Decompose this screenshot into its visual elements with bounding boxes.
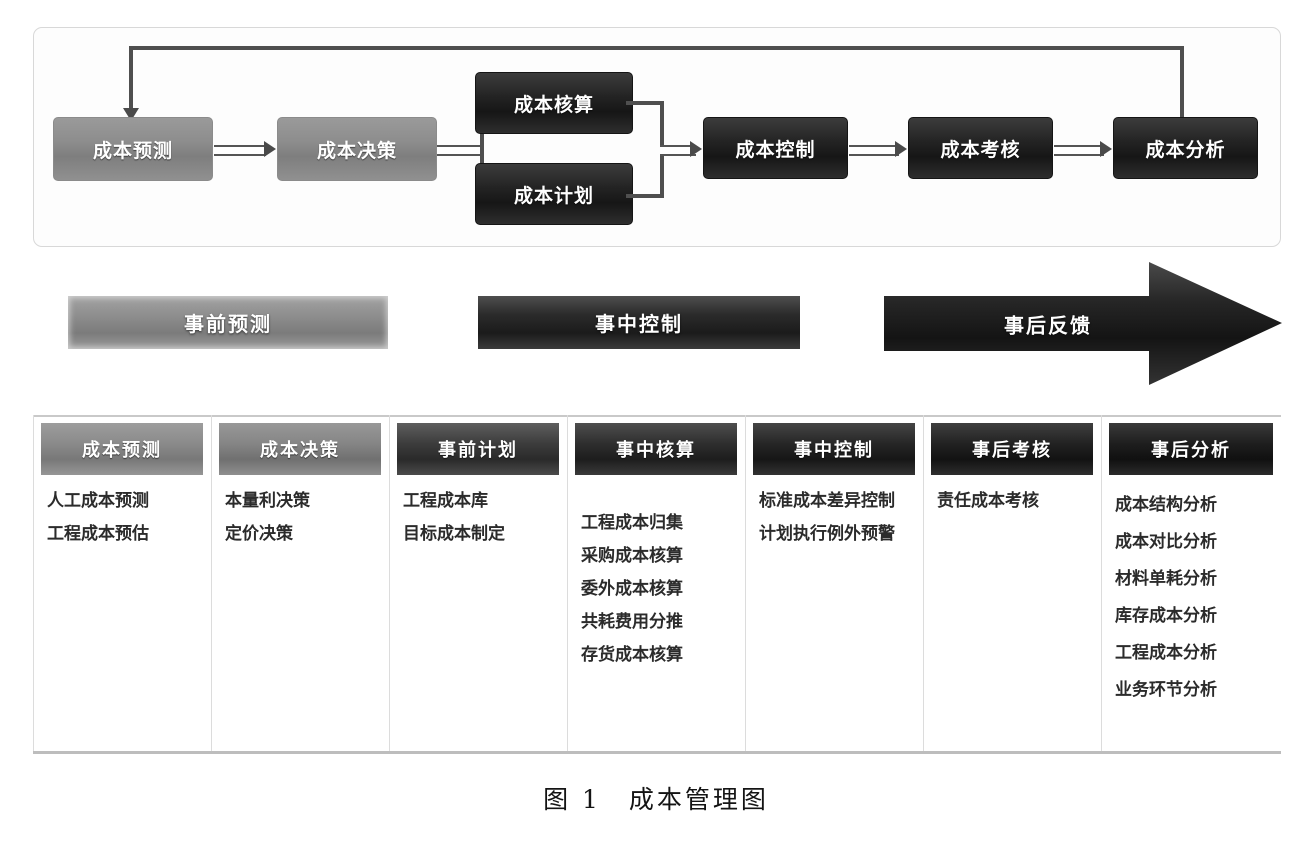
list-item: 委外成本核算 (581, 579, 683, 599)
column-divider (1101, 415, 1102, 751)
column-body: 工程成本库 目标成本制定 (389, 485, 567, 551)
list-item: 计划执行例外预警 (759, 524, 895, 544)
column-divider (33, 415, 34, 751)
connector-arrowhead (690, 141, 702, 157)
column-header[interactable]: 成本决策 (219, 423, 381, 475)
list-item: 工程成本预估 (47, 524, 149, 544)
flow-node-cost-control[interactable]: 成本控制 (703, 117, 848, 179)
flowchart-panel: 成本预测 成本决策 成本核算 成本计划 成本控制 (33, 27, 1281, 247)
column-body: 责任成本考核 (923, 485, 1101, 518)
connector-forecast-to-decision (214, 145, 266, 156)
list-item: 标准成本差异控制 (759, 491, 895, 511)
feedback-loop-top (129, 46, 1184, 50)
capability-table: 成本预测 人工成本预测 工程成本预估 成本决策 本量利决策 定价决策 事前计划 (33, 415, 1281, 754)
table-column-cost-forecast: 成本预测 人工成本预测 工程成本预估 (33, 415, 211, 751)
right-arrow-icon (884, 262, 1282, 385)
connector-merge-to-control (660, 145, 696, 156)
column-body: 成本结构分析 成本对比分析 材料单耗分析 库存成本分析 工程成本分析 业务环节分… (1101, 487, 1281, 709)
list-item: 工程成本分析 (1115, 643, 1217, 663)
flow-node-cost-appraisal[interactable]: 成本考核 (908, 117, 1053, 179)
flow-node-cost-decision[interactable]: 成本决策 (277, 117, 437, 181)
table-column-pre-plan: 事前计划 工程成本库 目标成本制定 (389, 415, 567, 751)
connector-arrowhead (1100, 141, 1112, 157)
list-item: 本量利决策 (225, 491, 310, 511)
list-item: 成本结构分析 (1115, 495, 1217, 515)
table-top-rule (33, 415, 1281, 417)
column-divider (567, 415, 568, 751)
column-header[interactable]: 事后考核 (931, 423, 1093, 475)
list-item: 业务环节分析 (1115, 680, 1217, 700)
list-item: 采购成本核算 (581, 546, 683, 566)
table-column-mid-control: 事中控制 标准成本差异控制 计划执行例外预警 (745, 415, 923, 751)
phase-band-label: 事后反馈 (1004, 313, 1092, 337)
column-header-label: 成本决策 (260, 440, 340, 461)
list-item: 工程成本库 (403, 491, 488, 511)
phase-band-mid-control[interactable]: 事中控制 (478, 296, 800, 349)
list-item: 共耗费用分推 (581, 612, 683, 632)
column-body: 工程成本归集 采购成本核算 委外成本核算 共耗费用分推 存货成本核算 (567, 507, 745, 672)
list-item: 材料单耗分析 (1115, 569, 1217, 589)
phase-band-label: 事中控制 (595, 312, 683, 336)
flow-node-cost-plan[interactable]: 成本计划 (475, 163, 633, 225)
column-header[interactable]: 事中控制 (753, 423, 915, 475)
flow-node-cost-analysis[interactable]: 成本分析 (1113, 117, 1258, 179)
split-bus-vertical (480, 78, 484, 200)
merge-branch-up (626, 101, 664, 105)
flow-node-label: 成本决策 (316, 139, 397, 162)
list-item: 库存成本分析 (1115, 606, 1217, 626)
connector-arrowhead (895, 141, 907, 157)
flow-node-label: 成本分析 (1145, 138, 1226, 161)
feedback-loop-riser-left (129, 46, 133, 112)
column-header[interactable]: 事前计划 (397, 423, 559, 475)
column-divider (211, 415, 212, 751)
column-divider (389, 415, 390, 751)
column-divider (745, 415, 746, 751)
column-header[interactable]: 事中核算 (575, 423, 737, 475)
column-header-label: 事后考核 (972, 440, 1052, 461)
flow-node-label: 成本考核 (940, 138, 1021, 161)
list-item: 目标成本制定 (403, 524, 505, 544)
phase-band-pre-forecast[interactable]: 事前预测 (68, 296, 388, 349)
table-column-post-analysis: 事后分析 成本结构分析 成本对比分析 材料单耗分析 库存成本分析 工程成本分析 … (1101, 415, 1281, 751)
column-header[interactable]: 成本预测 (41, 423, 203, 475)
flow-node-cost-forecast[interactable]: 成本预测 (53, 117, 213, 181)
list-item: 存货成本核算 (581, 645, 683, 665)
phase-band-label: 事前预测 (184, 312, 272, 336)
flow-node-label: 成本计划 (513, 184, 594, 207)
column-body: 本量利决策 定价决策 (211, 485, 389, 551)
flow-node-label: 成本核算 (513, 93, 594, 116)
table-column-post-appraisal: 事后考核 责任成本考核 (923, 415, 1101, 751)
column-body: 人工成本预测 工程成本预估 (33, 485, 211, 551)
connector-arrowhead (264, 141, 276, 157)
column-divider (923, 415, 924, 751)
list-item: 定价决策 (225, 524, 293, 544)
flow-node-label: 成本控制 (735, 138, 816, 161)
column-header-label: 事后分析 (1151, 440, 1231, 461)
flow-node-label: 成本预测 (92, 139, 173, 162)
list-item: 工程成本归集 (581, 513, 683, 533)
table-column-cost-decision: 成本决策 本量利决策 定价决策 (211, 415, 389, 751)
list-item: 人工成本预测 (47, 491, 149, 511)
list-item: 成本对比分析 (1115, 532, 1217, 552)
connector-control-to-appraisal (849, 145, 899, 156)
connector-appraisal-to-analysis (1054, 145, 1104, 156)
flow-node-cost-accounting[interactable]: 成本核算 (475, 72, 633, 134)
merge-branch-down (626, 194, 664, 198)
figure-caption: 图 1 成本管理图 (543, 785, 769, 814)
column-body: 标准成本差异控制 计划执行例外预警 (745, 485, 923, 551)
list-item: 责任成本考核 (937, 491, 1039, 511)
connector-decision-to-split (437, 145, 481, 156)
feedback-loop-riser-right (1180, 46, 1184, 136)
column-header-label: 事中核算 (616, 440, 696, 461)
column-header-label: 成本预测 (82, 440, 162, 461)
phase-band-post-feedback[interactable]: 事后反馈 (884, 262, 1282, 385)
table-column-mid-accounting: 事中核算 工程成本归集 采购成本核算 委外成本核算 共耗费用分推 存货成本核算 (567, 415, 745, 751)
table-bottom-rule (33, 751, 1281, 754)
column-header-label: 事前计划 (438, 440, 518, 461)
column-header-label: 事中控制 (794, 440, 874, 461)
column-header[interactable]: 事后分析 (1109, 423, 1273, 475)
